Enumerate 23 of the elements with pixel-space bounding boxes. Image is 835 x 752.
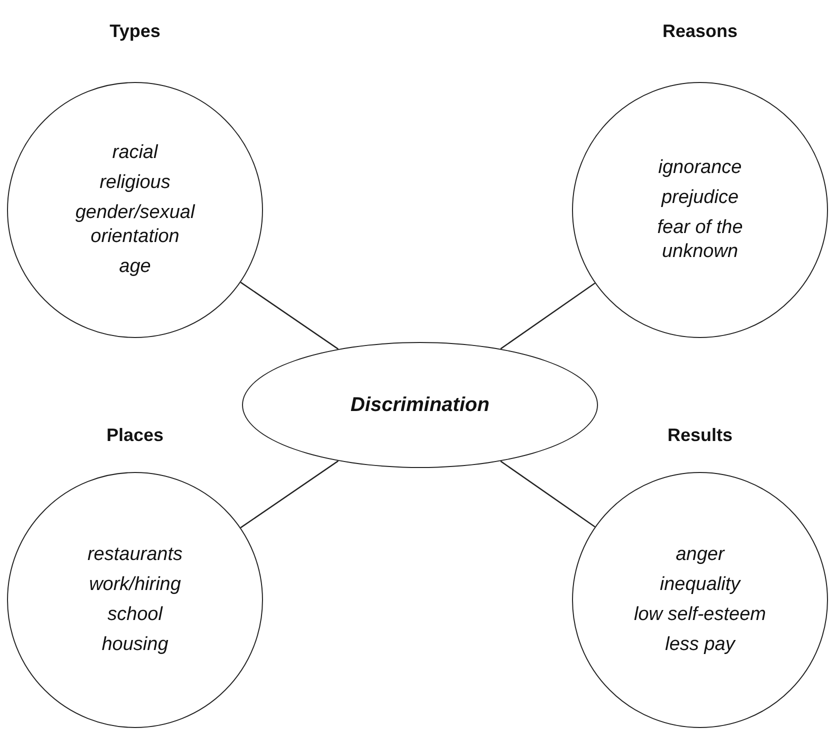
item-text: less pay [665,633,735,657]
connector-line [500,460,596,528]
item-text: low self-esteem [634,603,766,627]
item-text: ignorance [658,156,742,180]
item-text: housing [102,633,168,657]
connector-line [240,460,339,528]
item-text: prejudice [661,186,739,210]
item-text: inequality [660,573,740,597]
item-text: age [119,255,151,279]
category-heading: Reasons [662,21,738,42]
connector-line [240,282,339,350]
topic-text: Discrimination [350,394,490,416]
item-text: religious [100,171,170,195]
category-heading: Places [106,425,164,446]
item-text: anger [676,543,724,567]
category-heading: Types [110,21,160,42]
item-text: fear of the unknown [656,216,744,264]
item-text: restaurants [87,543,183,567]
item-text: school [108,603,162,627]
item-text: racial [112,141,158,165]
category-heading: Results [667,425,733,446]
connector-line [500,282,596,350]
item-text: work/hiring [89,573,181,597]
